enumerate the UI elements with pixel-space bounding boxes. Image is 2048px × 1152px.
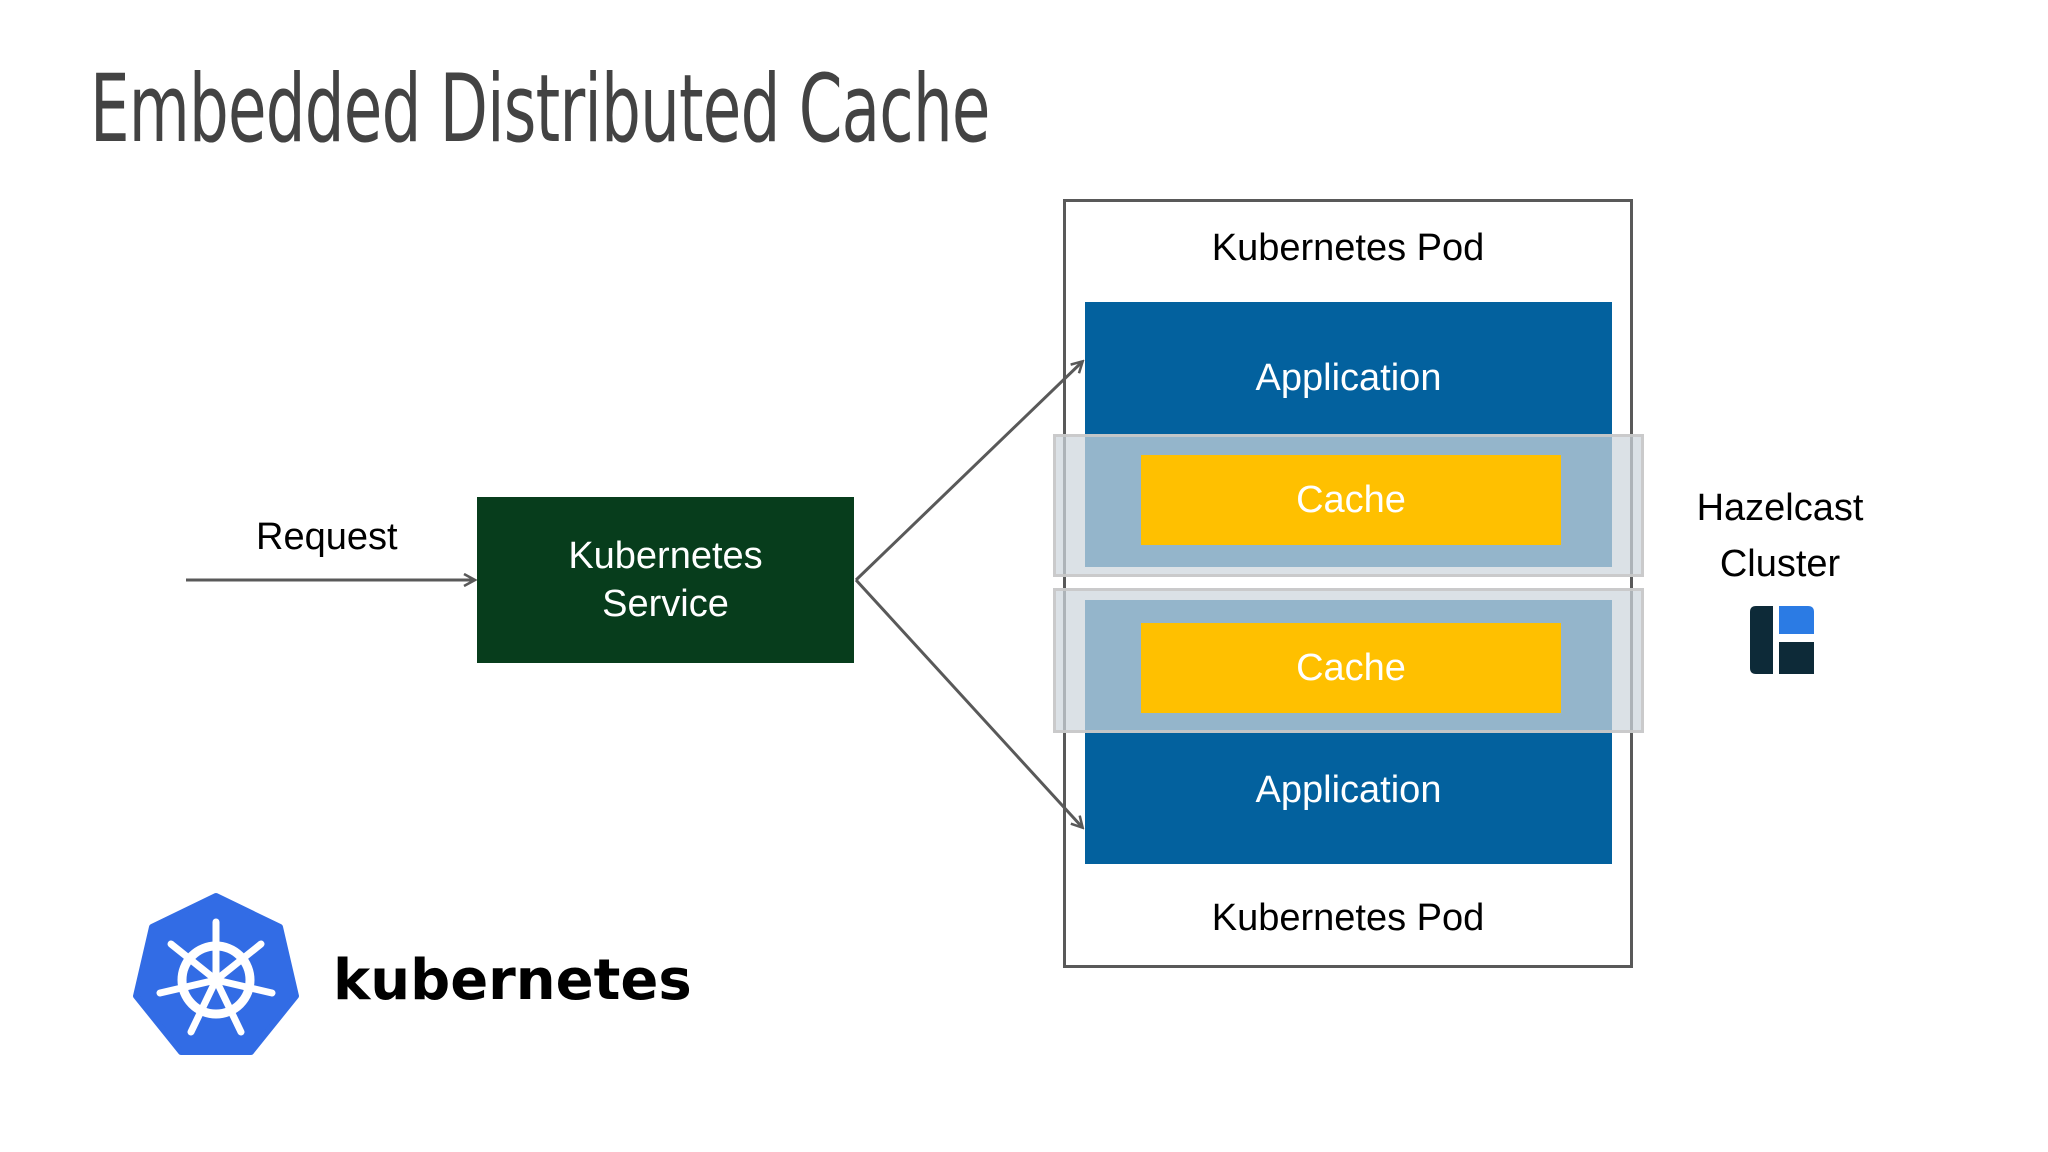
request-label: Request [256,516,398,558]
pod-label-bottom: Kubernetes Pod [1211,897,1485,939]
cache-box-top: Cache [1141,455,1561,545]
hazelcast-label-line1: Hazelcast [1696,487,1864,529]
slide-title: Embedded Distributed Cache [90,55,990,164]
kubernetes-helm-wheel-icon [133,893,299,1055]
service-label-line2: Service [602,583,729,625]
kubernetes-wordmark: kubernetes [333,948,692,1013]
hazelcast-label-line2: Cluster [1719,543,1841,585]
cache-box-bottom: Cache [1141,623,1561,713]
service-label-line1: Kubernetes [568,535,763,577]
service-to-pod-bottom-arrow [854,578,1082,827]
service-to-pod-top-arrow [854,362,1082,582]
hazelcast-logo-icon [1750,606,1814,674]
pod-label-top: Kubernetes Pod [1211,227,1485,269]
hazelcast-cluster-label: Hazelcast Cluster [1660,480,1900,592]
kubernetes-service-box: Kubernetes Service [477,497,854,663]
